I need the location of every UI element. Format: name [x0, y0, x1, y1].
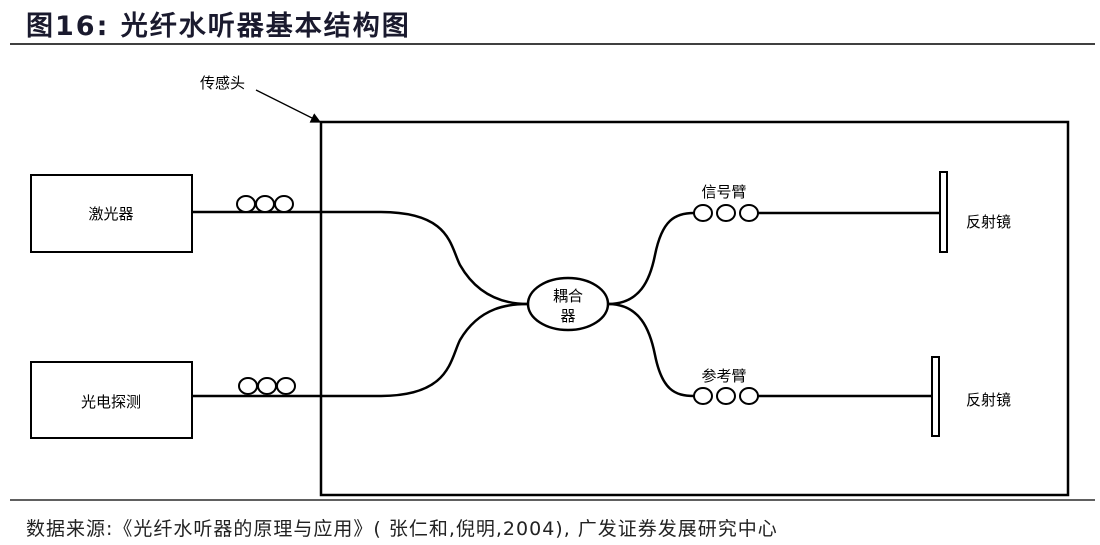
sensor-head-label: 传感头 [200, 74, 245, 92]
coupler [526, 276, 610, 332]
coupler-label-2: 器 [560, 307, 575, 325]
fiber-coils [236, 195, 759, 405]
photodetector-label: 光电探测 [81, 393, 141, 411]
fiber-lines [192, 210, 940, 398]
reference-arm-label: 参考臂 [701, 367, 746, 385]
mirror-bottom [931, 356, 940, 437]
signal-arm-label: 信号臂 [701, 183, 746, 201]
photodetector-box [30, 361, 193, 439]
laser-box [30, 174, 193, 253]
mirror-top [939, 171, 948, 253]
sensor-head-box [319, 120, 1070, 497]
mirror-top-label: 反射镜 [966, 213, 1011, 231]
coupler-label-1: 耦合 [553, 287, 583, 305]
sensor-head-arrow [255, 89, 322, 123]
laser-label: 激光器 [88, 205, 133, 223]
mirror-bottom-label: 反射镜 [966, 391, 1011, 409]
figure-title: 图16: 光纤水听器基本结构图 [26, 11, 411, 42]
source-note: 数据来源:《光纤水听器的原理与应用》( 张仁和,倪明,2004), 广发证券发展… [26, 518, 778, 540]
